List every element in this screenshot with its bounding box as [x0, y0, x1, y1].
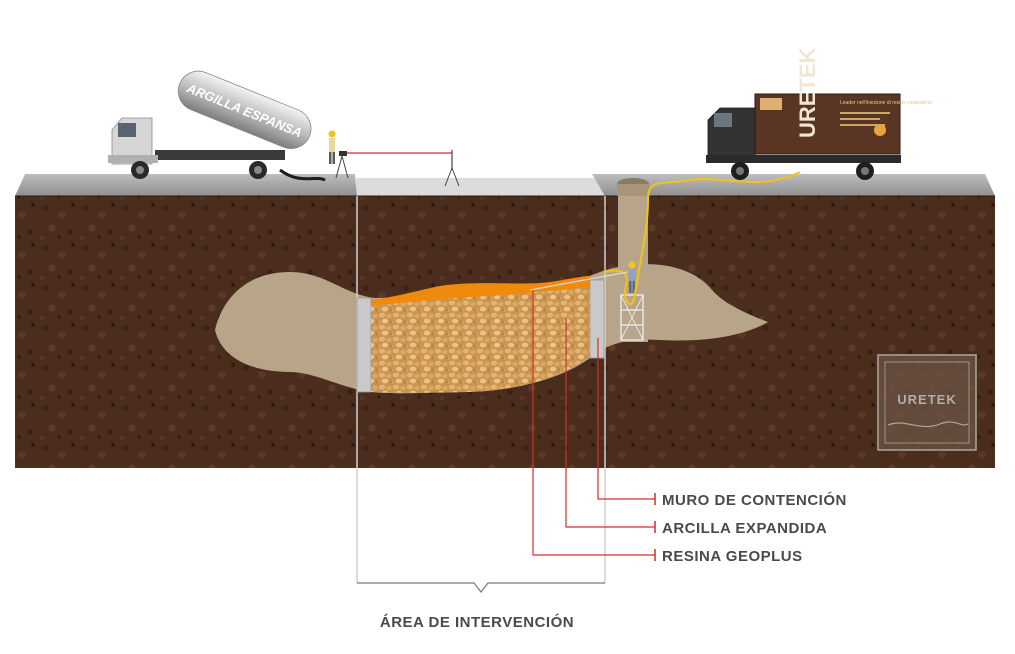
- access-shaft: [617, 178, 649, 342]
- injection-hose: [603, 171, 801, 305]
- label-expanded-clay: ARCILLA EXPANDIDA: [662, 520, 827, 537]
- clay-tank-truck: ARGILLA ESPANSA: [108, 70, 326, 182]
- intervention-area-label: ÁREA DE INTERVENCIÓN: [380, 613, 574, 631]
- pointer-lines: [532, 290, 655, 556]
- truck-brand: URETEK: [795, 47, 820, 138]
- retaining-wall-right: [589, 279, 605, 359]
- road-surface: [15, 174, 995, 196]
- label-geoplus-resin: RESINA GEOPLUS: [662, 548, 803, 565]
- uretek-truck: URETEK Leader nell'iniezione di resine e…: [706, 47, 932, 180]
- intervention-area-bracket: [357, 582, 605, 593]
- geoplus-resin-layer: [371, 276, 590, 306]
- expanded-clay-fill: [371, 282, 590, 393]
- uretek-logo: URETEK: [877, 354, 977, 451]
- truck-tagline: Leader nell'iniezione di resine espanden…: [840, 100, 932, 106]
- uretek-logo-text: URETEK: [897, 392, 956, 407]
- surveyor-with-level: [328, 130, 460, 187]
- retaining-wall-left: [356, 297, 372, 393]
- clay-tank: [177, 70, 312, 150]
- label-retaining-wall: MURO DE CONTENCIÓN: [662, 491, 847, 509]
